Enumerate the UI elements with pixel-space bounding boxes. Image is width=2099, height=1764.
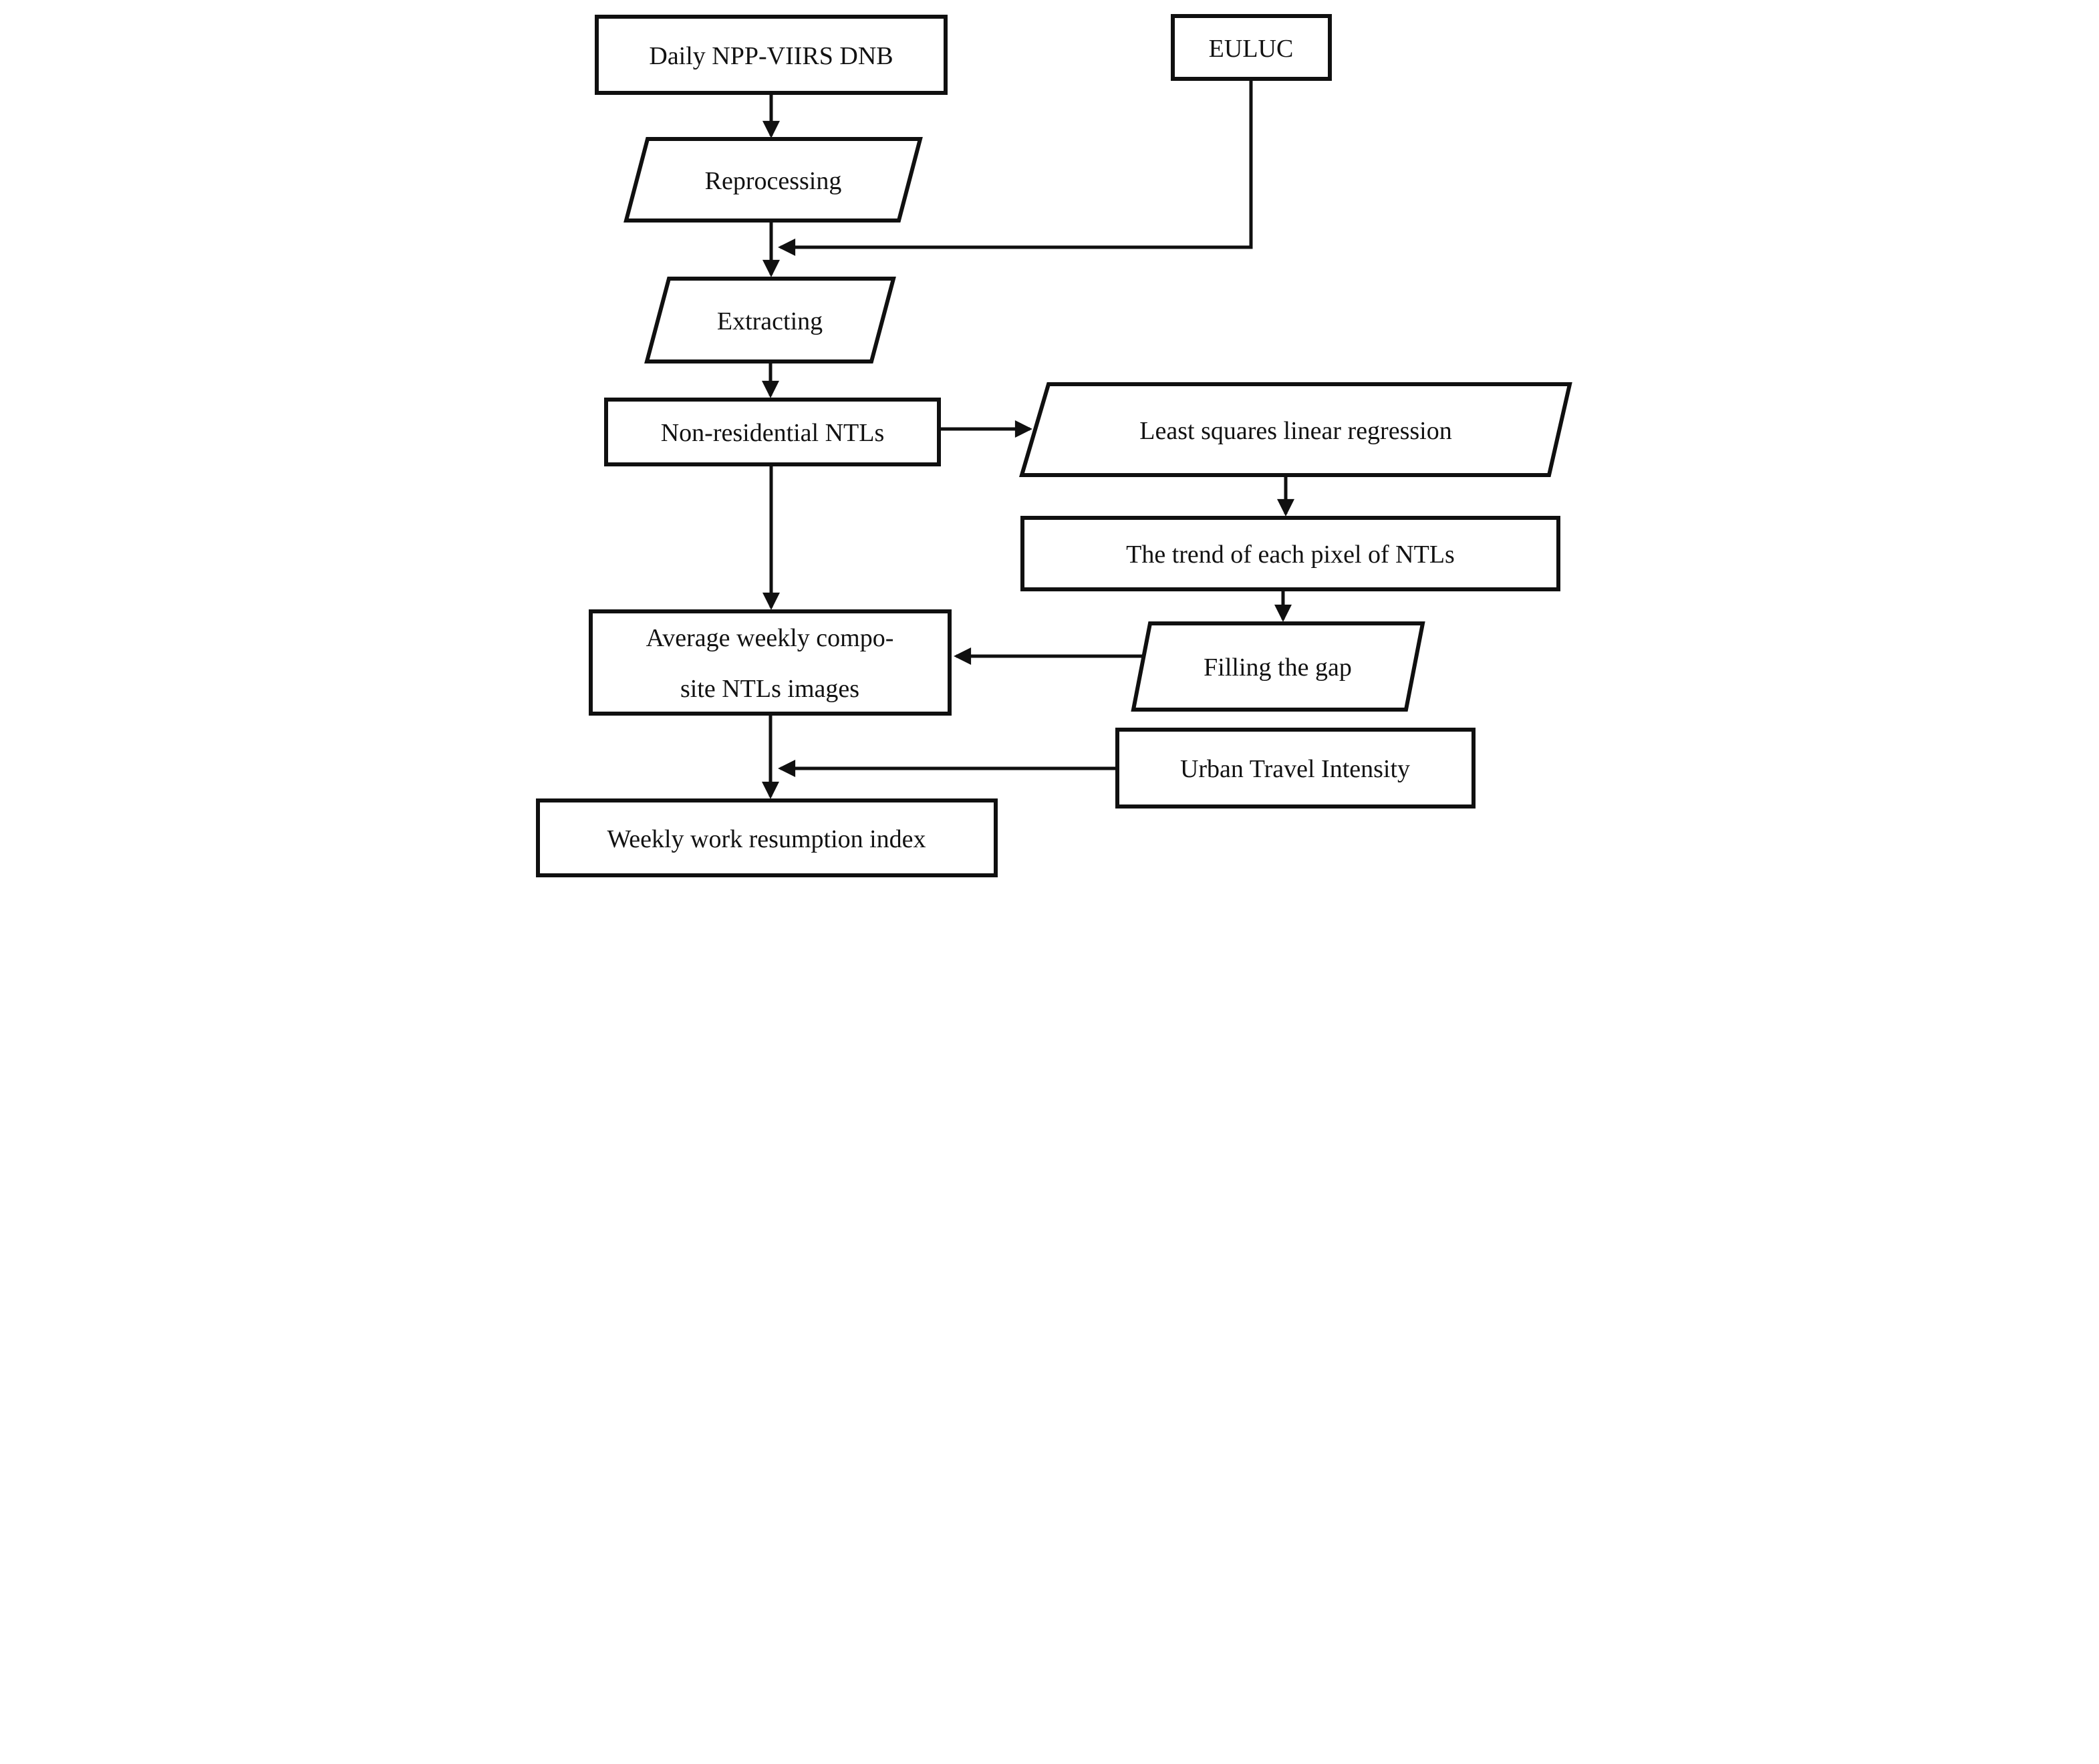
flowchart-canvas: Daily NPP-VIIRS DNB EULUC Reprocessing E… xyxy=(536,14,1572,877)
node-least-squares-linear-regression: Least squares linear regression xyxy=(1018,382,1572,477)
arrow-euluc-to-extracting-merge xyxy=(778,80,1253,256)
node-euluc: EULUC xyxy=(1171,14,1332,81)
weekly-work-resumption-index-shape xyxy=(536,798,998,877)
urban-travel-intensity-shape xyxy=(1115,728,1476,808)
node-non-residential-ntls: Non-residential NTLs xyxy=(604,398,941,466)
node-weekly-work-resumption-index: Weekly work resumption index xyxy=(536,798,998,877)
average-weekly-composite-label-line2: site NTLs images xyxy=(680,675,859,703)
least-squares-linear-regression-shape xyxy=(1018,382,1572,477)
urban-travel-intensity-label: Urban Travel Intensity xyxy=(1180,755,1410,783)
least-squares-linear-regression-label: Least squares linear regression xyxy=(1139,417,1451,445)
average-weekly-composite-shape xyxy=(589,609,952,716)
reprocessing-label: Reprocessing xyxy=(705,167,842,195)
filling-the-gap-label: Filling the gap xyxy=(1204,653,1352,682)
daily-npp-viirs-dnb-label: Daily NPP-VIIRS DNB xyxy=(649,42,893,70)
filling-the-gap-shape xyxy=(1131,621,1425,712)
node-urban-travel-intensity: Urban Travel Intensity xyxy=(1115,728,1476,808)
average-weekly-composite-label-line1: Average weekly compo- xyxy=(646,624,894,652)
flowchart-edges xyxy=(762,80,1294,799)
daily-npp-viirs-dnb-shape xyxy=(595,15,948,95)
reprocessing-shape xyxy=(623,137,923,223)
node-average-weekly-composite: Average weekly compo- site NTLs images xyxy=(589,609,952,716)
euluc-shape xyxy=(1171,14,1332,81)
flowchart-figure: Daily NPP-VIIRS DNB EULUC Reprocessing E… xyxy=(525,0,1574,882)
trend-of-each-pixel-shape xyxy=(1020,516,1560,591)
node-daily-npp-viirs-dnb: Daily NPP-VIIRS DNB xyxy=(595,15,948,95)
euluc-label: EULUC xyxy=(1209,35,1294,63)
non-residential-ntls-label: Non-residential NTLs xyxy=(661,419,885,447)
non-residential-ntls-shape xyxy=(604,398,941,466)
extracting-shape xyxy=(644,277,896,363)
node-extracting: Extracting xyxy=(644,277,896,363)
node-trend-of-each-pixel: The trend of each pixel of NTLs xyxy=(1020,516,1560,591)
node-reprocessing: Reprocessing xyxy=(623,137,923,223)
weekly-work-resumption-index-label: Weekly work resumption index xyxy=(607,825,926,853)
extracting-label: Extracting xyxy=(717,307,823,335)
trend-of-each-pixel-label: The trend of each pixel of NTLs xyxy=(1126,541,1455,569)
node-filling-the-gap: Filling the gap xyxy=(1131,621,1425,712)
